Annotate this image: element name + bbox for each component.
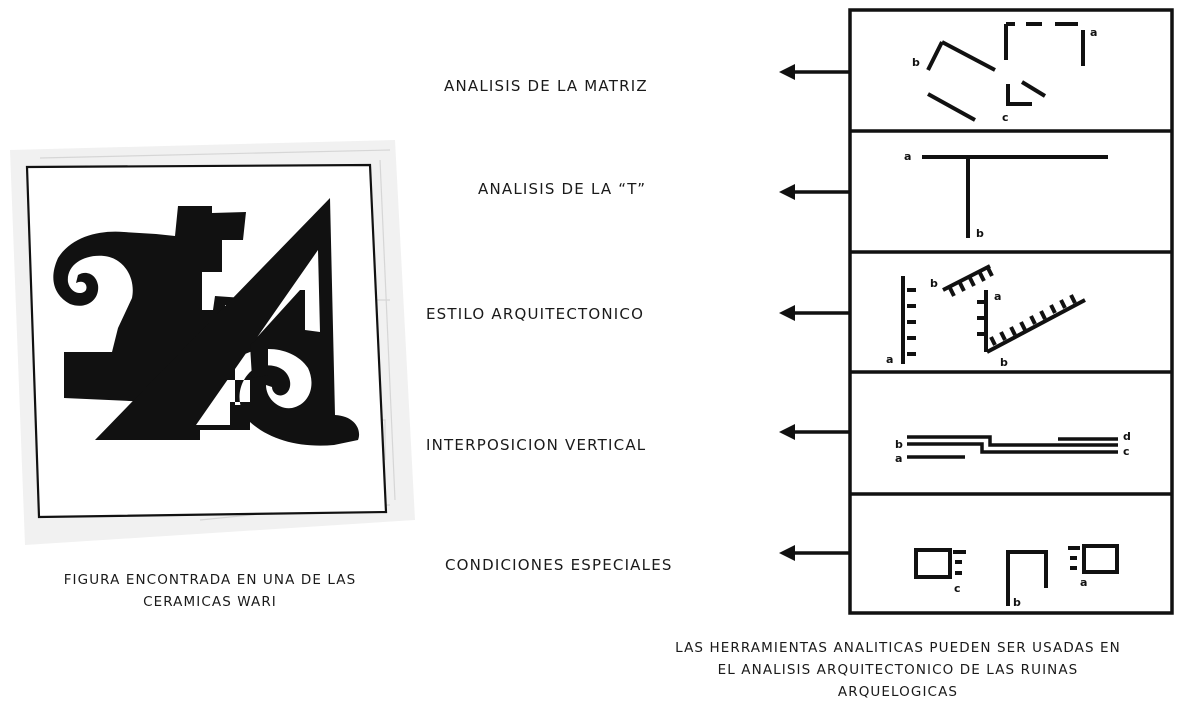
- wari-figure-photo: [10, 140, 415, 545]
- label-condiciones-especiales: CONDICIONES ESPECIALES: [445, 556, 673, 574]
- interposicion-letter-c: c: [1123, 445, 1130, 458]
- arrow-condiciones: [779, 545, 850, 561]
- figure-caption-line-2: CERAMICAS WARI: [143, 594, 277, 610]
- interposicion-letter-b: b: [895, 438, 903, 451]
- tools-caption-line-1: LAS HERRAMIENTAS ANALITICAS PUEDEN SER U…: [675, 640, 1121, 656]
- panel-arrows: [779, 64, 850, 561]
- panel-condiciones-drawing: [914, 544, 1119, 606]
- estilo-letter-b-bottom: b: [1000, 356, 1008, 369]
- matriz-letter-a: a: [1090, 26, 1097, 39]
- arrow-estilo: [779, 305, 850, 321]
- wari-lower-motif-inner: [250, 330, 268, 378]
- analysis-panels: [848, 8, 1174, 615]
- t-letter-b: b: [976, 227, 984, 240]
- tools-caption: LAS HERRAMIENTAS ANALITICAS PUEDEN SER U…: [620, 637, 1176, 703]
- label-analisis-matriz: ANALISIS DE LA MATRIZ: [444, 77, 648, 95]
- panels-outer-frame: [848, 8, 1174, 615]
- label-interposicion-vertical: INTERPOSICION VERTICAL: [426, 436, 647, 454]
- arrow-t: [779, 184, 850, 200]
- estilo-letter-a-right: a: [994, 290, 1001, 303]
- panel-t-drawing: [922, 155, 1108, 238]
- figure-caption: FIGURA ENCONTRADA EN UNA DE LAS CERAMICA…: [20, 569, 400, 613]
- label-analisis-t: ANALISIS DE LA “T”: [478, 180, 647, 198]
- condiciones-letter-c: c: [954, 582, 961, 595]
- interposicion-letter-d: d: [1123, 430, 1131, 443]
- panel-interposicion-drawing: [907, 435, 1118, 459]
- tools-caption-line-3: ARQUELOGICAS: [837, 684, 959, 700]
- panel-matriz-drawing: [926, 22, 1085, 122]
- figure-caption-line-1: FIGURA ENCONTRADA EN UNA DE LAS: [63, 572, 357, 588]
- arrow-matriz: [779, 64, 850, 80]
- interposicion-letter-a: a: [895, 452, 902, 465]
- label-estilo-arquitectonico: ESTILO ARQUITECTONICO: [426, 305, 645, 323]
- t-letter-a: a: [904, 150, 911, 163]
- condiciones-letter-a: a: [1080, 576, 1087, 589]
- panel-estilo-drawing: [901, 264, 1086, 364]
- tools-caption-line-2: EL ANALISIS ARQUITECTONICO DE LAS RUINAS: [717, 662, 1079, 678]
- estilo-letter-a-left: a: [886, 353, 893, 366]
- condiciones-letter-b: b: [1013, 596, 1021, 609]
- matriz-letter-b: b: [912, 56, 920, 69]
- matriz-letter-c: c: [1002, 111, 1009, 124]
- wari-lower-motif: [95, 198, 360, 446]
- arrow-interposicion: [779, 424, 850, 440]
- estilo-letter-b-top: b: [930, 277, 938, 290]
